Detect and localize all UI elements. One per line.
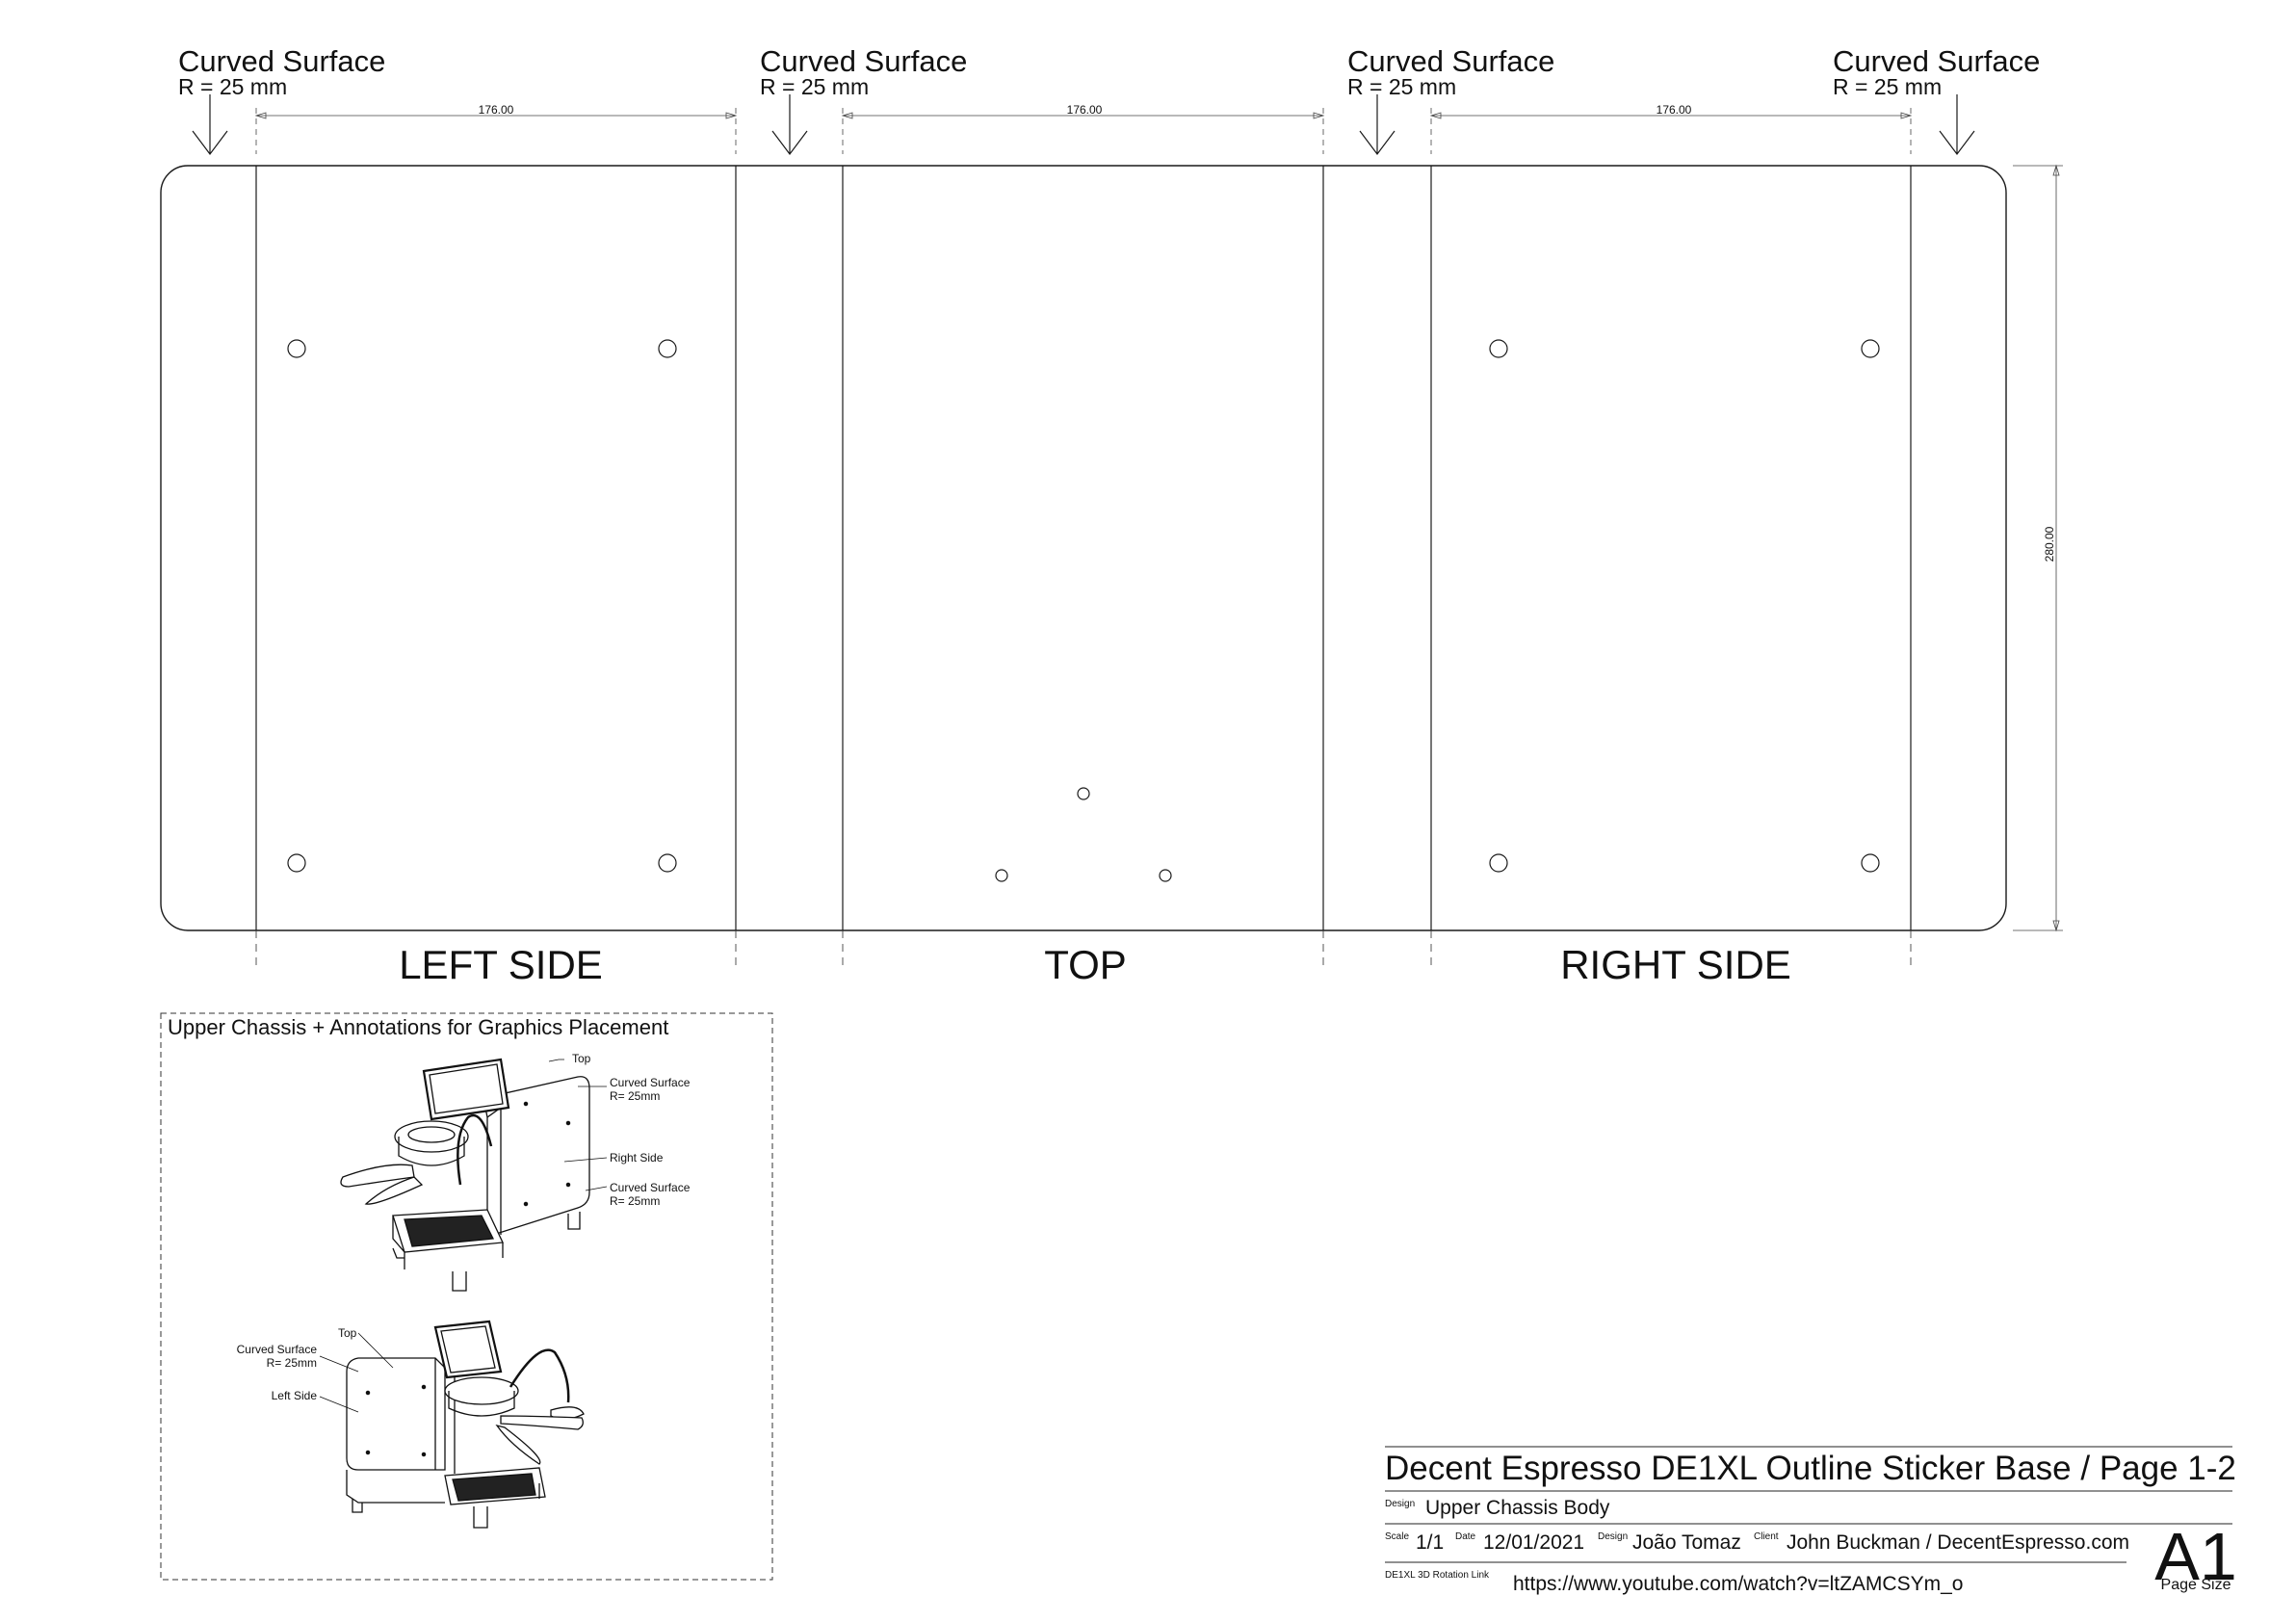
mounting-hole (658, 853, 677, 873)
width-dimension-3: 176.00 (1429, 103, 1913, 154)
dimension-value: 176.00 (479, 103, 514, 117)
mounting-hole (1489, 339, 1508, 358)
machine-illustration-right-view (340, 1058, 608, 1292)
dimension-value: 176.00 (1067, 103, 1103, 117)
title-block: Decent Espresso DE1XL Outline Sticker Ba… (1385, 1446, 2237, 1595)
curved-surface-radius: R = 25 mm (1347, 74, 1456, 99)
date-value: 12/01/2021 (1483, 1531, 1584, 1554)
design-label: Design (1385, 1499, 1415, 1509)
curved-surface-callout-4: Curved Surface R = 25 mm (1833, 44, 2040, 155)
page-size-label: Page Size (2161, 1577, 2231, 1593)
mounting-hole (1489, 853, 1508, 873)
client-label: Client (1754, 1531, 1779, 1542)
curved-surface-callout-2: Curved Surface R = 25 mm (760, 44, 967, 155)
scale-value: 1/1 (1416, 1531, 1444, 1554)
mounting-holes (287, 339, 1880, 882)
mounting-hole (287, 339, 306, 358)
client-value: John Buckman / DecentEspresso.com (1787, 1531, 2129, 1554)
link-value[interactable]: https://www.youtube.com/watch?v=ltZAMCSY… (1513, 1573, 1963, 1595)
panel-label-top: TOP (1044, 942, 1127, 987)
curved-surface-radius: R = 25 mm (178, 74, 287, 99)
curved-surface-title: Curved Surface (178, 44, 385, 78)
annotation-right-side: Right Side (610, 1151, 664, 1164)
annotation-curved-surface-radius: R= 25mm (610, 1194, 660, 1208)
mounting-hole (995, 869, 1008, 882)
annotation-curved-surface: Curved Surface (610, 1181, 691, 1194)
width-dimension-2: 176.00 (841, 103, 1325, 154)
mounting-hole (1077, 787, 1090, 800)
sticker-outline (160, 165, 2007, 931)
arrow-down-icon (771, 94, 808, 155)
arrow-down-icon (192, 94, 228, 155)
height-dimension: 280.00 (2013, 164, 2063, 932)
curved-surface-title: Curved Surface (1347, 44, 1554, 78)
mounting-hole (1861, 853, 1880, 873)
panel-dividers (255, 166, 1912, 930)
inset-title: Upper Chassis + Annotations for Graphics… (168, 1015, 668, 1039)
mounting-hole (1861, 339, 1880, 358)
annotation-curved-surface: Curved Surface (237, 1343, 318, 1356)
panel-label-left-side: LEFT SIDE (399, 942, 603, 987)
annotation-left-side: Left Side (272, 1389, 318, 1402)
designer-value: João Tomaz (1632, 1531, 1741, 1554)
designer-label: Design (1598, 1531, 1628, 1542)
panel-extension-lines (255, 930, 1912, 967)
width-dimension-1: 176.00 (254, 103, 738, 154)
page-size-value: A1 (2154, 1519, 2237, 1594)
curved-surface-title: Curved Surface (760, 44, 967, 78)
annotation-curved-surface-radius: R= 25mm (267, 1356, 317, 1370)
mounting-hole (287, 853, 306, 873)
annotation-curved-surface-radius: R= 25mm (610, 1089, 660, 1103)
annotation-curved-surface: Curved Surface (610, 1076, 691, 1089)
date-label: Date (1455, 1531, 1476, 1542)
arrow-down-icon (1939, 94, 1975, 155)
annotation-top: Top (338, 1326, 357, 1340)
panel-label-right-side: RIGHT SIDE (1560, 942, 1791, 987)
link-label: DE1XL 3D Rotation Link (1385, 1570, 1490, 1581)
scale-label: Scale (1385, 1531, 1409, 1542)
curved-surface-radius: R = 25 mm (1833, 74, 1942, 99)
dimension-value: 280.00 (2043, 526, 2056, 562)
arrow-down-icon (1359, 94, 1396, 155)
mounting-hole (658, 339, 677, 358)
machine-illustration-left-view (319, 1320, 585, 1529)
mounting-hole (1159, 869, 1172, 882)
curved-surface-radius: R = 25 mm (760, 74, 869, 99)
drawing-title: Decent Espresso DE1XL Outline Sticker Ba… (1385, 1450, 2236, 1487)
annotation-top: Top (572, 1052, 591, 1065)
dimension-value: 176.00 (1657, 103, 1692, 117)
curved-surface-callout-3: Curved Surface R = 25 mm (1347, 44, 1554, 155)
annotation-inset: Upper Chassis + Annotations for Graphics… (160, 1012, 773, 1581)
curved-surface-callout-1: Curved Surface R = 25 mm (178, 44, 385, 155)
curved-surface-title: Curved Surface (1833, 44, 2040, 78)
design-value: Upper Chassis Body (1425, 1497, 1610, 1519)
